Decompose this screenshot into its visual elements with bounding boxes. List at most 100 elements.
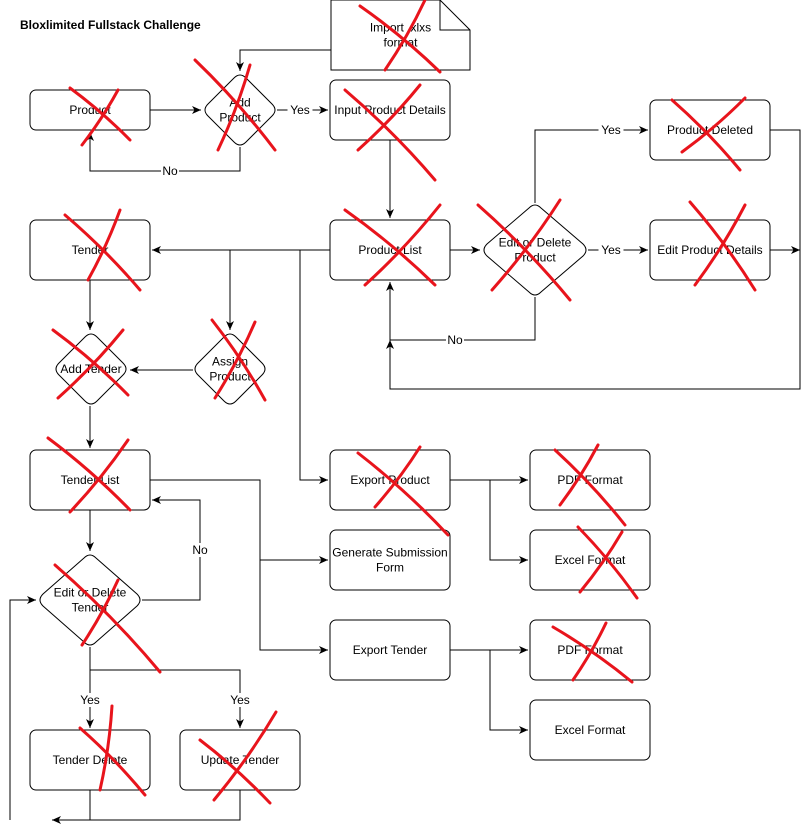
edge-deleted_loop_list [386, 129, 801, 390]
node-shape [529, 449, 651, 511]
node-shape [29, 449, 151, 511]
edge-label: Yes [290, 103, 310, 117]
node-label: Input Product Details [334, 103, 445, 117]
crossout-mark [68, 438, 130, 514]
node-label: Export Tender [353, 643, 428, 657]
node-excel-format-2[interactable]: Excel Format [529, 699, 651, 761]
node-shape [55, 333, 127, 405]
node-label: Excel Format [555, 553, 626, 567]
edge-editdel_yes_deleted [534, 126, 648, 203]
crossout-mark [78, 726, 147, 797]
edge-label-bg [598, 243, 624, 257]
edge-label: Yes [601, 123, 621, 137]
edge-label: Yes [230, 693, 250, 707]
node-add-tender[interactable]: Add Tender [55, 333, 127, 405]
crossout-mark [98, 704, 114, 792]
edge-label: No [192, 543, 208, 557]
node-tender-list[interactable]: Tender List [29, 449, 151, 511]
edge-list_to_export_product [299, 250, 328, 484]
crossout-mark [213, 320, 257, 400]
node-label: Product [209, 370, 251, 384]
edge-export_tender_excel [489, 650, 528, 734]
crossout-mark [212, 710, 278, 802]
node-update-tender[interactable]: Update Tender [179, 729, 301, 791]
node-product-list[interactable]: Product List [329, 219, 451, 281]
crossout-mark [216, 63, 252, 152]
crossout-mark [373, 445, 422, 509]
crossout-mark [68, 86, 132, 142]
crossout-mark [571, 621, 608, 682]
crossout-mark [551, 625, 634, 684]
edge-editdel_no_list [386, 282, 536, 341]
crossout-mark [363, 203, 442, 287]
crossout-mark [356, 451, 450, 537]
edge-label-bg [77, 693, 103, 707]
edge-tender_loop_back [52, 790, 241, 824]
node-shape [329, 529, 451, 591]
node-shape [329, 619, 451, 681]
node-shape [529, 699, 651, 761]
node-label: Form [376, 561, 404, 575]
crossout-mark [80, 578, 120, 647]
diagram-title: Bloxlimited Fullstack Challenge [20, 18, 201, 32]
node-shape [329, 219, 451, 281]
edges-layer [9, 49, 801, 824]
node-shape [29, 89, 151, 131]
edge-label-bg [598, 123, 624, 137]
crossout-mark [46, 436, 132, 512]
edge-label-bg [161, 164, 179, 178]
edge-editdel_tender_yes_update [90, 669, 244, 728]
node-tender[interactable]: Tender [29, 219, 151, 281]
nodes-layer: Import .xlxsformatProductAddProductInput… [29, 0, 771, 791]
node-product[interactable]: Product [29, 89, 151, 131]
edge-label: Yes [80, 693, 100, 707]
edge-tlist_to_submission [150, 479, 328, 564]
edge-label: No [162, 164, 178, 178]
edge-label-bg [287, 103, 313, 117]
edge-tlist_to_export_tender [259, 560, 328, 654]
crossout-mark [490, 198, 562, 292]
crossout-mark [358, 4, 442, 74]
node-edit-product-details[interactable]: Edit Product Details [649, 219, 771, 281]
crossout-mark [576, 525, 639, 600]
crossout-mark [383, 0, 427, 72]
crossout-mark [343, 88, 437, 182]
crossout-mark [53, 563, 162, 674]
crossout-mark [693, 203, 747, 287]
node-label: Generate Submission [332, 546, 447, 560]
node-label: Import .xlxs [370, 21, 431, 35]
edge-label-bg [227, 693, 253, 707]
crossout-mark [578, 530, 624, 594]
edge-label-bg [446, 333, 464, 347]
crossout-mark [56, 328, 125, 400]
node-shape [29, 219, 151, 281]
edge-export_product_excel [489, 480, 528, 564]
crossout-mark [210, 318, 267, 402]
node-label: Excel Format [555, 723, 626, 737]
node-tender-delete[interactable]: Tender Delete [29, 729, 151, 791]
node-shape [194, 333, 266, 405]
edge-segment [9, 596, 36, 820]
node-shape [483, 204, 587, 296]
node-shape [329, 79, 451, 141]
crossout-mark [356, 83, 422, 152]
note-fold [439, 0, 470, 31]
crossout-mark [86, 208, 122, 282]
crossout-marks-layer [46, 0, 757, 805]
node-label: Product [514, 251, 556, 265]
crossout-mark [80, 88, 120, 147]
node-export-tender[interactable]: Export Tender [329, 619, 451, 681]
crossout-mark [558, 443, 600, 507]
node-shape [29, 729, 151, 791]
node-label: Edit or Delete [499, 236, 572, 250]
crossout-mark [553, 448, 627, 527]
node-shape [179, 729, 301, 791]
edge-label-bg [191, 543, 209, 557]
edge-label: Yes [601, 243, 621, 257]
node-label: Edit Product Details [657, 243, 762, 257]
crossout-mark [688, 200, 757, 292]
